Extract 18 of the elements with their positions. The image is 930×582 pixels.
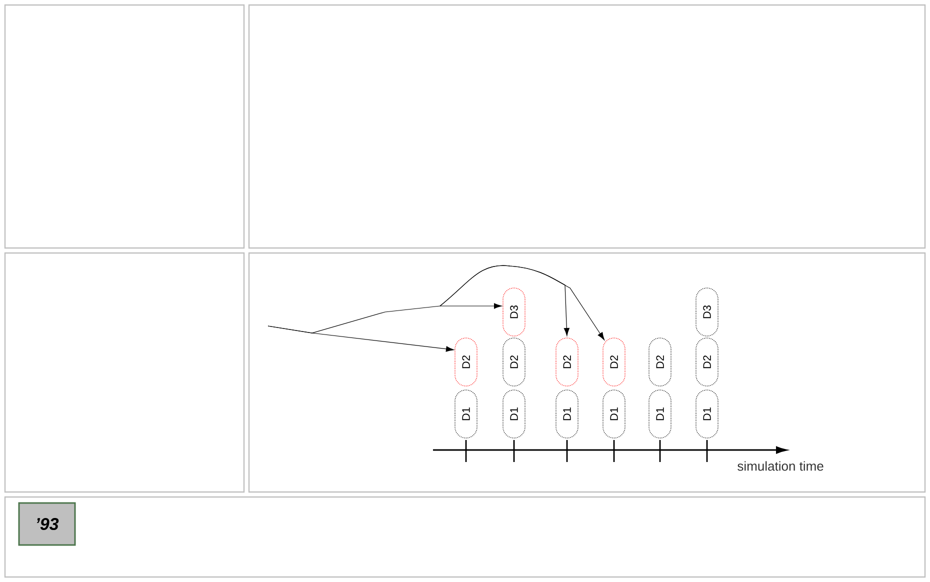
capsule: D2: [502, 338, 526, 386]
capsule: D1: [648, 390, 672, 438]
capsule: D2: [696, 338, 718, 386]
capsule: D2: [602, 338, 626, 386]
capsule: D3: [502, 288, 526, 336]
capsule: D1: [602, 390, 626, 438]
capsule: D2: [454, 338, 478, 386]
capsule: D1: [454, 390, 478, 438]
year-button: ’93: [18, 502, 76, 546]
axis-label: simulation time: [738, 461, 824, 471]
capsule: D1: [556, 390, 578, 438]
arrow: [268, 303, 502, 334]
capsule: D1: [696, 390, 718, 438]
capsule: D1: [502, 390, 526, 438]
arrow: [440, 265, 605, 340]
capsule: D2: [648, 338, 672, 386]
capsule: D3: [696, 288, 718, 336]
capsule: D2: [556, 338, 578, 386]
